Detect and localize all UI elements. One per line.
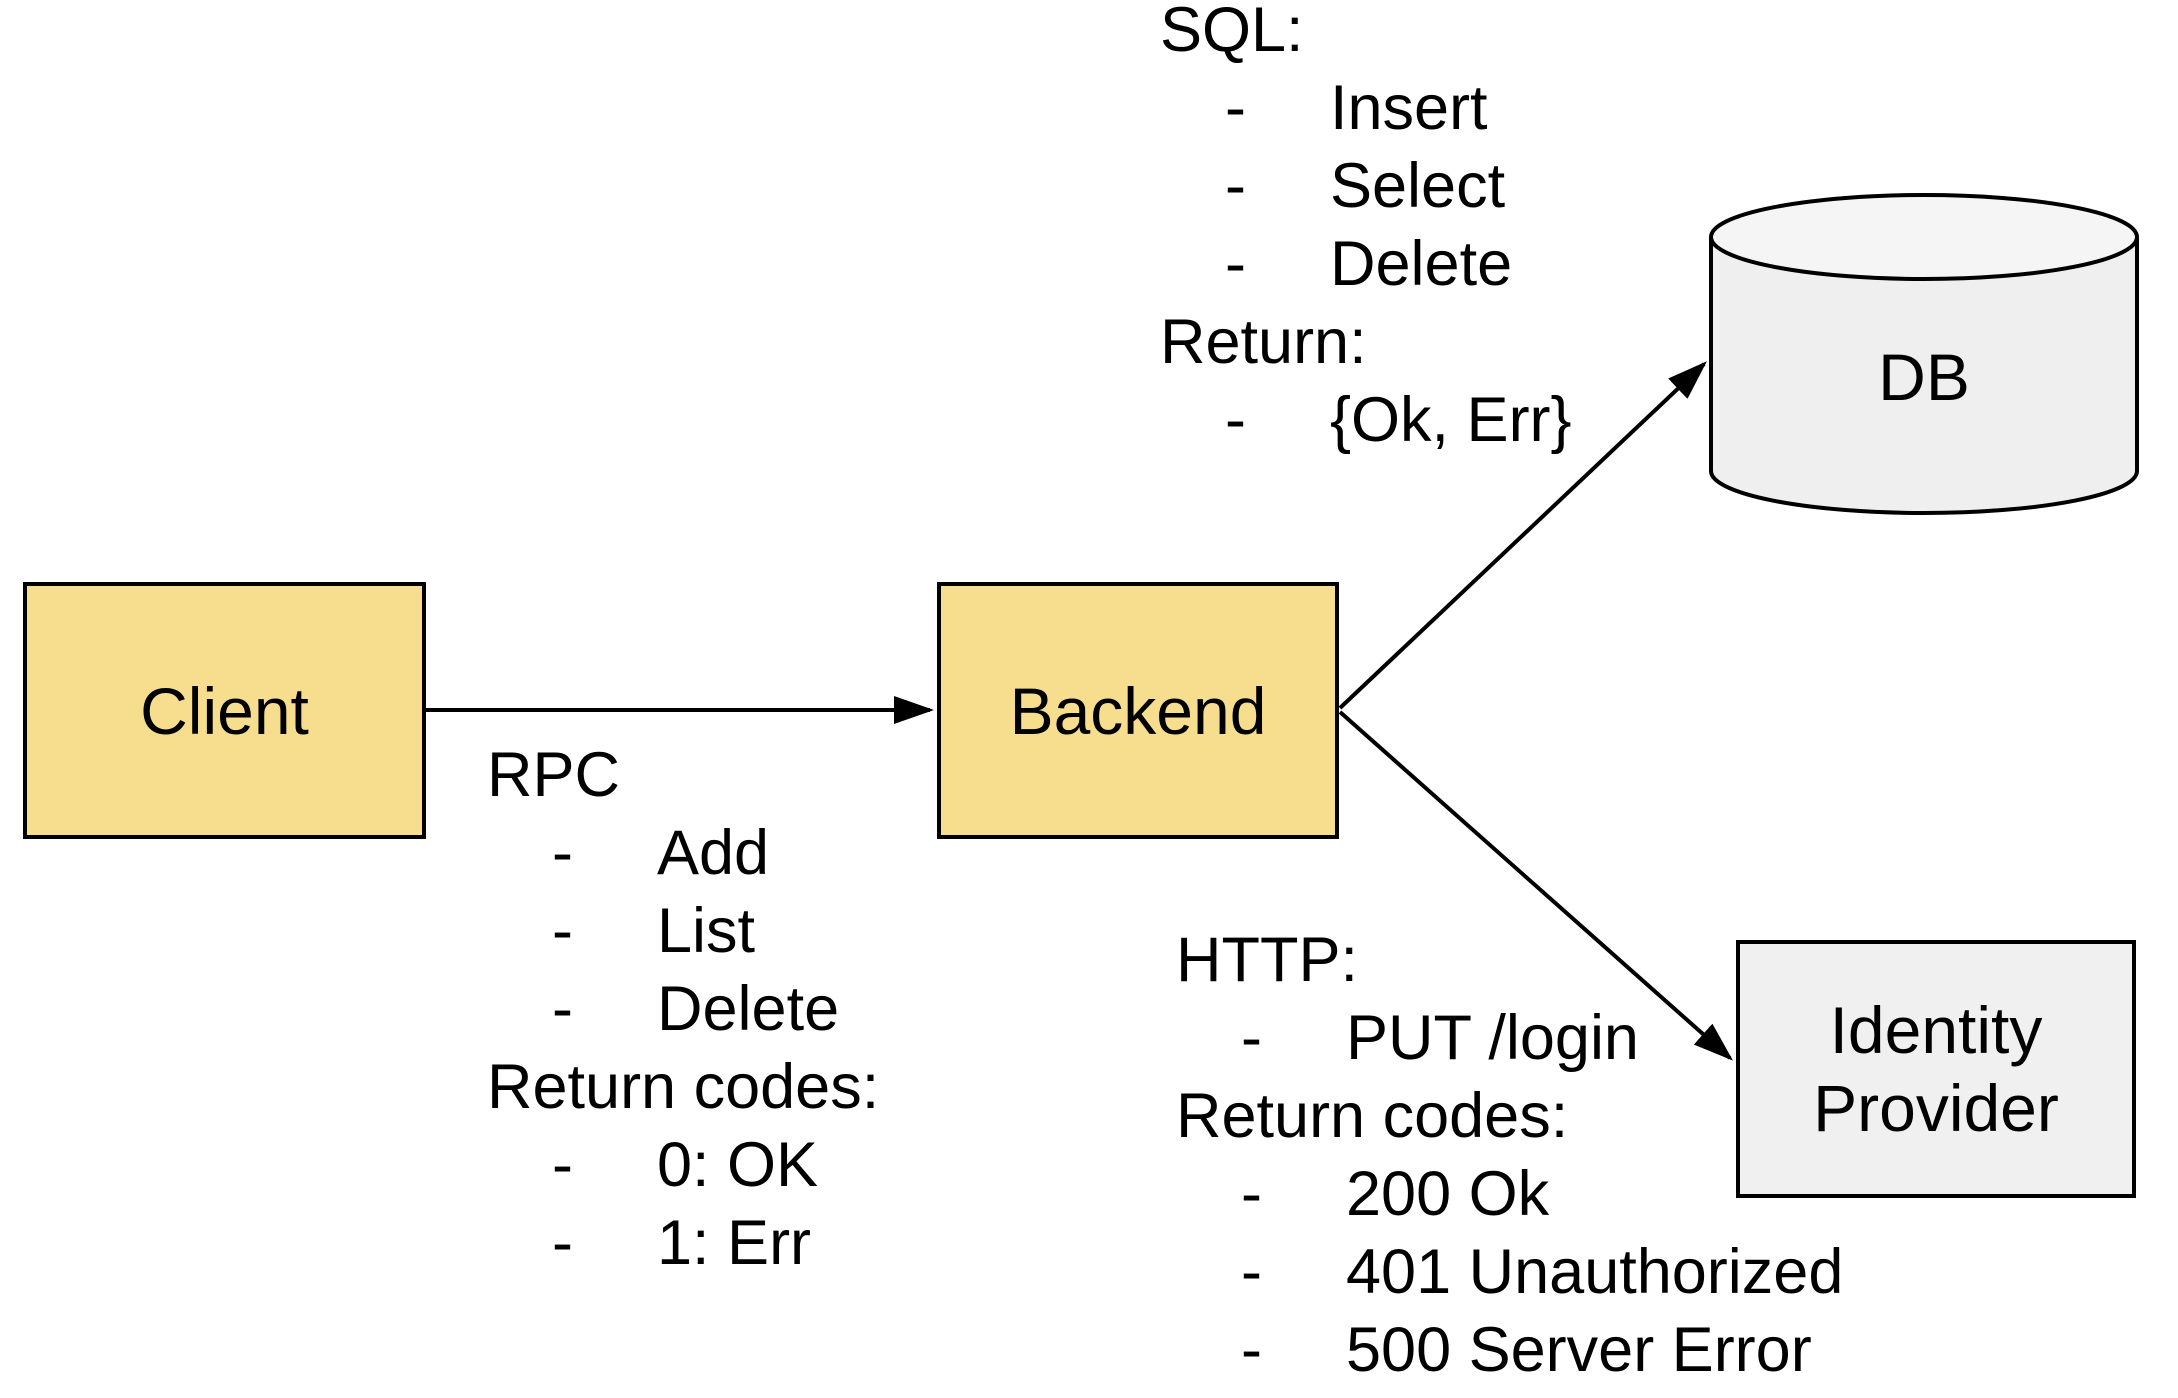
- identity-provider-node: Identity Provider: [1736, 940, 2136, 1198]
- bullet-dash: -: [1241, 1159, 1262, 1229]
- db-cylinder-shape: [1709, 193, 2139, 515]
- bullet-dash: -: [1241, 1003, 1262, 1073]
- backend-label: Backend: [1009, 673, 1267, 748]
- identity-provider-label: Identity Provider: [1813, 993, 2059, 1145]
- db-label: DB: [1878, 340, 1970, 414]
- bullet-dash: -: [552, 896, 573, 966]
- db-cylinder-body: [1709, 237, 2139, 515]
- bullet-dash: -: [1225, 229, 1246, 299]
- client-label: Client: [140, 673, 309, 748]
- bullet-dash: -: [1241, 1237, 1262, 1307]
- client-node: Client: [23, 582, 426, 839]
- backend-node: Backend: [937, 582, 1339, 839]
- bullet-dash: -: [552, 1208, 573, 1278]
- bullet-dash: -: [1225, 73, 1246, 143]
- db-cylinder-top: [1709, 193, 2139, 281]
- arrow-backend-to-identity-provider: [1338, 710, 1733, 1061]
- bullet-dash: -: [552, 818, 573, 888]
- bullet-dash: -: [1225, 385, 1246, 455]
- bullet-dash: -: [552, 974, 573, 1044]
- bullet-dash: -: [1225, 151, 1246, 221]
- arrow-backend-to-db: [1338, 361, 1707, 710]
- bullet-dash: -: [552, 1130, 573, 1200]
- bullet-dash: -: [1241, 1315, 1262, 1385]
